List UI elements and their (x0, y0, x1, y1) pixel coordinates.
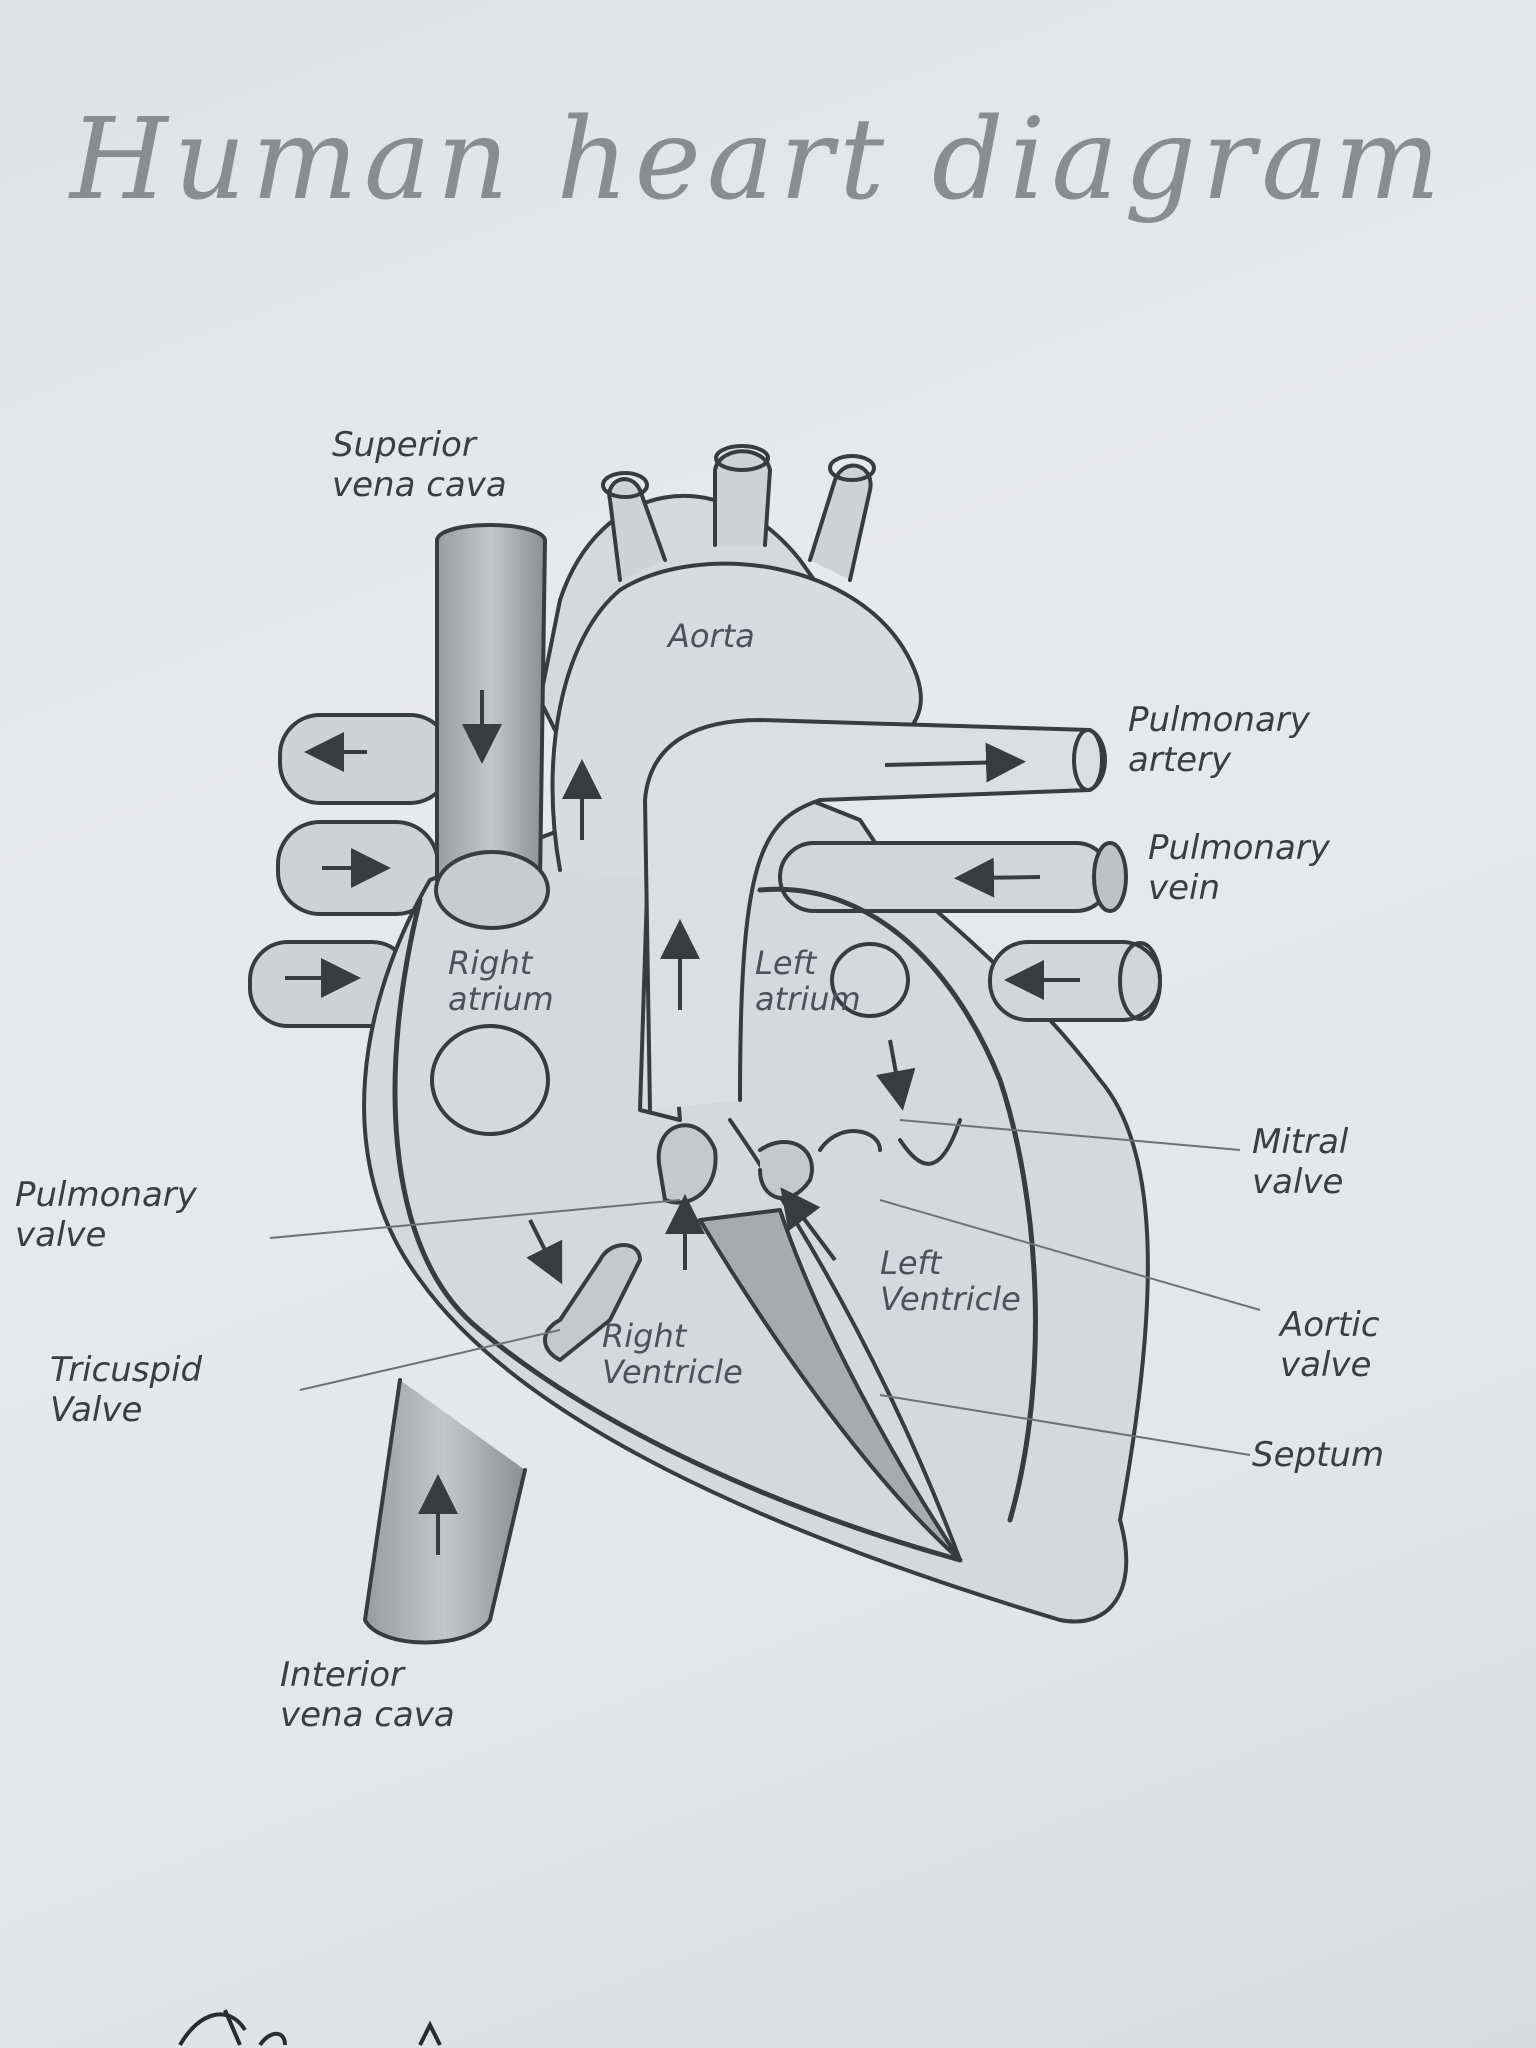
superior-vena-cava (435, 523, 547, 882)
label-pulmonary-vein: Pulmonary vein (1148, 828, 1330, 908)
label-left-ventricle: Left Ventricle (880, 1244, 1021, 1318)
label-septum: Septum (1252, 1435, 1385, 1475)
label-superior-vena-cava: Superior vena cava (332, 425, 507, 505)
label-right-ventricle: Right Ventricle (602, 1317, 743, 1391)
label-pulmonary-valve: Pulmonary valve (15, 1175, 197, 1255)
label-right-atrium: Right atrium (448, 944, 554, 1018)
diagram-title: Human heart diagram (70, 95, 1447, 225)
mitral-valve-shape (818, 1118, 962, 1166)
label-pulmonary-artery: Pulmonary artery (1128, 700, 1310, 780)
label-aorta: Aorta (668, 617, 755, 655)
pulmonary-artery (643, 718, 1107, 1112)
tricuspid-valve-shape (543, 1243, 642, 1362)
label-inferior-vena-cava: Interior vena cava (280, 1655, 455, 1735)
label-aortic-valve: Aortic valve (1280, 1305, 1380, 1385)
label-tricuspid-valve: Tricuspid Valve (50, 1350, 203, 1430)
label-mitral-valve: Mitral valve (1252, 1122, 1349, 1202)
label-left-atrium: Left atrium (755, 944, 861, 1018)
